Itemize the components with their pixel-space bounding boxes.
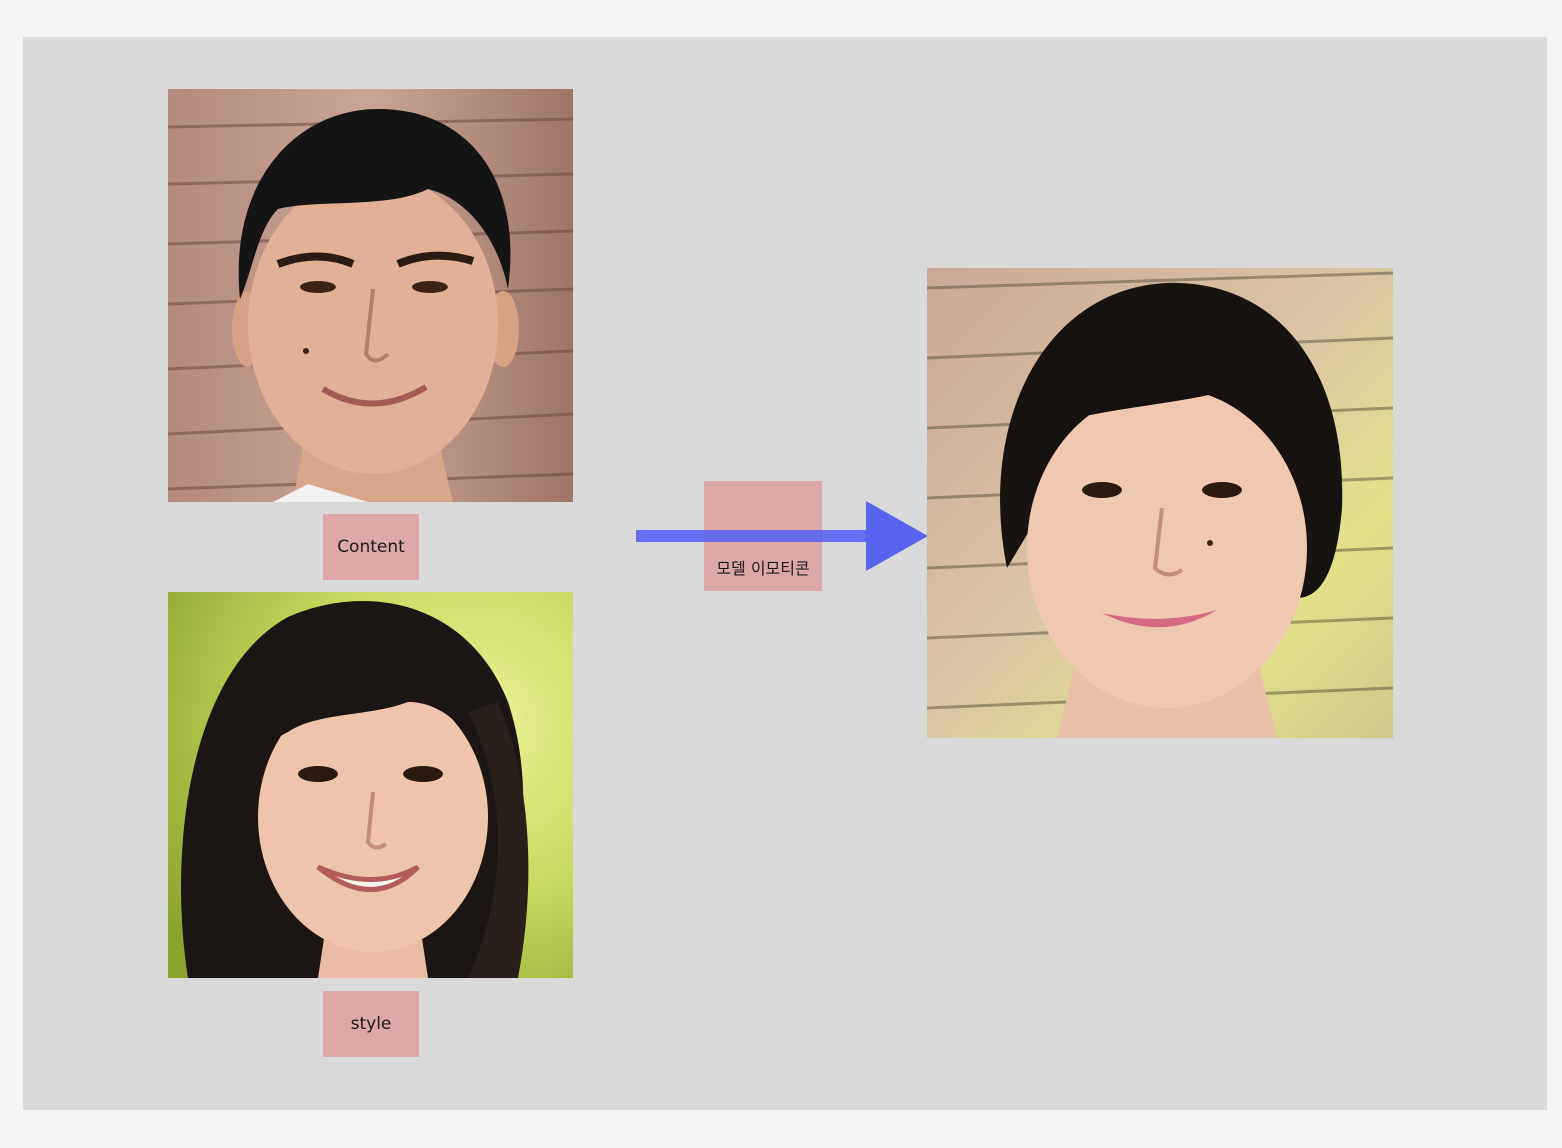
style-image	[168, 592, 573, 978]
content-image	[168, 89, 573, 502]
arrow-right-icon	[636, 501, 928, 571]
content-photo-graphic	[168, 89, 573, 502]
arrow-shaft	[636, 530, 870, 542]
arrow-head	[866, 501, 928, 571]
result-photo-graphic	[927, 268, 1393, 738]
style-photo-graphic	[168, 592, 573, 978]
content-label: Content	[323, 514, 419, 580]
result-image	[927, 268, 1393, 738]
style-label: style	[323, 991, 419, 1057]
